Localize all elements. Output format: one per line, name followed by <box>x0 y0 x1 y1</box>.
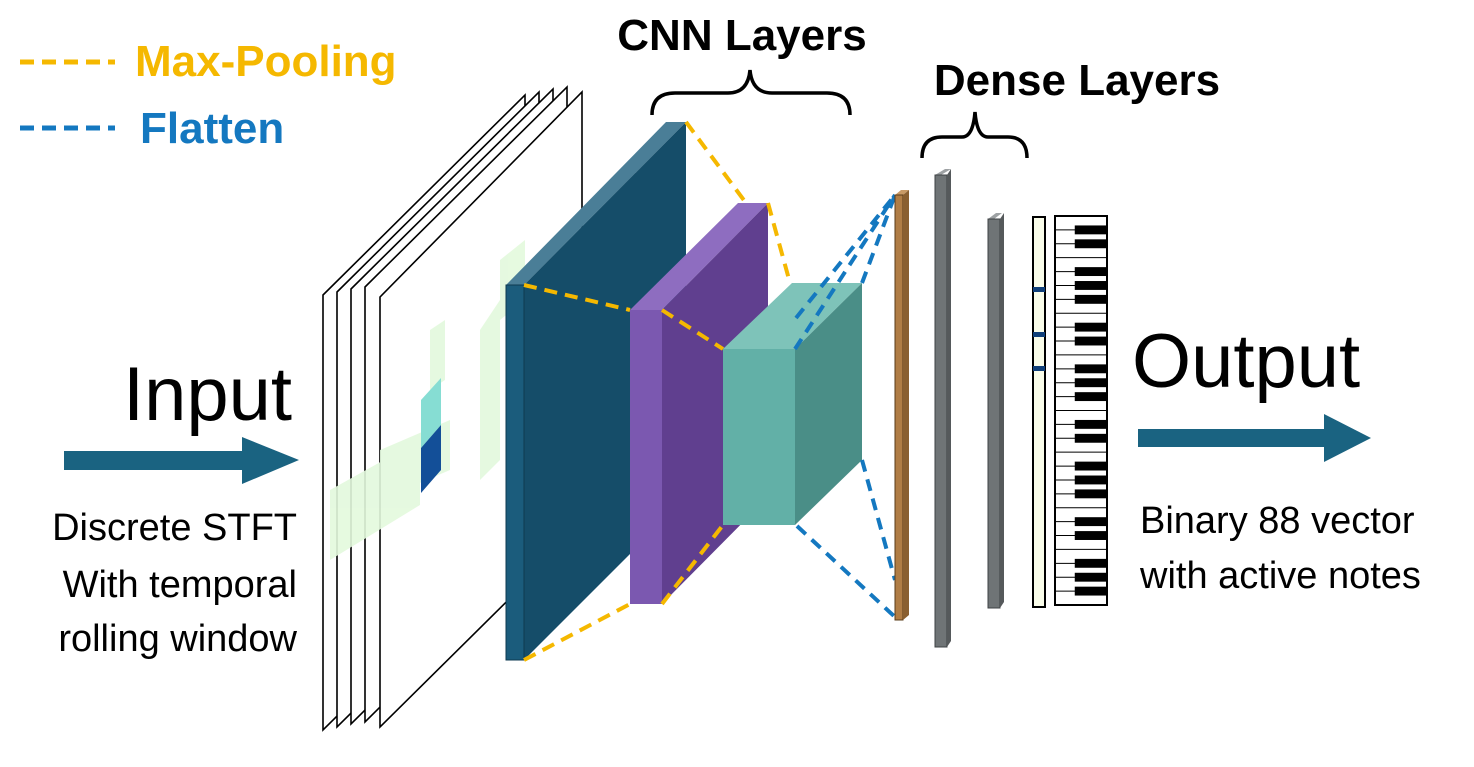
piano-black-key <box>1074 378 1107 388</box>
input-desc-line1: Discrete STFT <box>52 507 297 549</box>
piano-black-key <box>1074 392 1107 402</box>
flatten-layer <box>894 190 909 621</box>
stft-highlight-bin <box>421 378 441 448</box>
piano-black-key <box>1074 364 1107 374</box>
piano-black-key <box>1074 475 1107 485</box>
piano-black-key <box>1074 281 1107 290</box>
piano-black-key <box>1074 586 1107 596</box>
input-desc-line3: rolling window <box>58 618 297 660</box>
right-arrow-icon <box>1138 414 1371 462</box>
active-note-marker <box>1033 287 1045 292</box>
stft-highlight-bin <box>421 425 441 493</box>
active-note-marker <box>1033 332 1045 337</box>
output-desc-line2: with active notes <box>1139 555 1421 597</box>
flatten-legend-label: Flatten <box>140 104 284 153</box>
piano-black-key <box>1074 517 1107 527</box>
curly-brace-icon <box>920 111 1029 159</box>
piano-black-key <box>1074 239 1107 249</box>
piano-black-key <box>1074 294 1107 304</box>
maxpool-legend-label: Max-Pooling <box>135 37 397 86</box>
cnn-layers-header: CNN Layers <box>617 11 866 60</box>
piano-black-key <box>1074 336 1107 346</box>
legend: Max-Pooling Flatten <box>20 37 397 153</box>
piano-black-key <box>1074 489 1107 499</box>
output-desc-line1: Binary 88 vector <box>1140 500 1415 542</box>
maxpool-connections <box>523 120 792 662</box>
piano-black-key <box>1074 433 1107 443</box>
input-desc-line2: With temporal <box>63 564 297 606</box>
dense-layers-header: Dense Layers <box>934 56 1220 105</box>
dense-layer-2 <box>987 213 1004 609</box>
piano-black-key <box>1074 267 1107 277</box>
right-arrow-icon <box>64 437 299 484</box>
piano-black-key <box>1074 531 1107 540</box>
piano-black-key <box>1074 225 1107 235</box>
piano-black-key <box>1074 572 1107 582</box>
conv-layer-3 <box>723 283 862 525</box>
piano-keyboard-icon <box>1054 215 1108 606</box>
piano-black-key <box>1074 461 1107 471</box>
flatten-connections <box>793 193 897 619</box>
output-vector <box>1032 216 1046 608</box>
piano-black-key <box>1074 558 1107 568</box>
piano-black-key <box>1074 419 1107 429</box>
dense-layer-1 <box>934 169 951 648</box>
curly-brace-icon <box>650 69 852 116</box>
piano-black-key <box>1074 322 1107 332</box>
input-title: Input <box>123 352 292 437</box>
active-note-marker <box>1033 366 1045 371</box>
output-title: Output <box>1132 319 1360 404</box>
